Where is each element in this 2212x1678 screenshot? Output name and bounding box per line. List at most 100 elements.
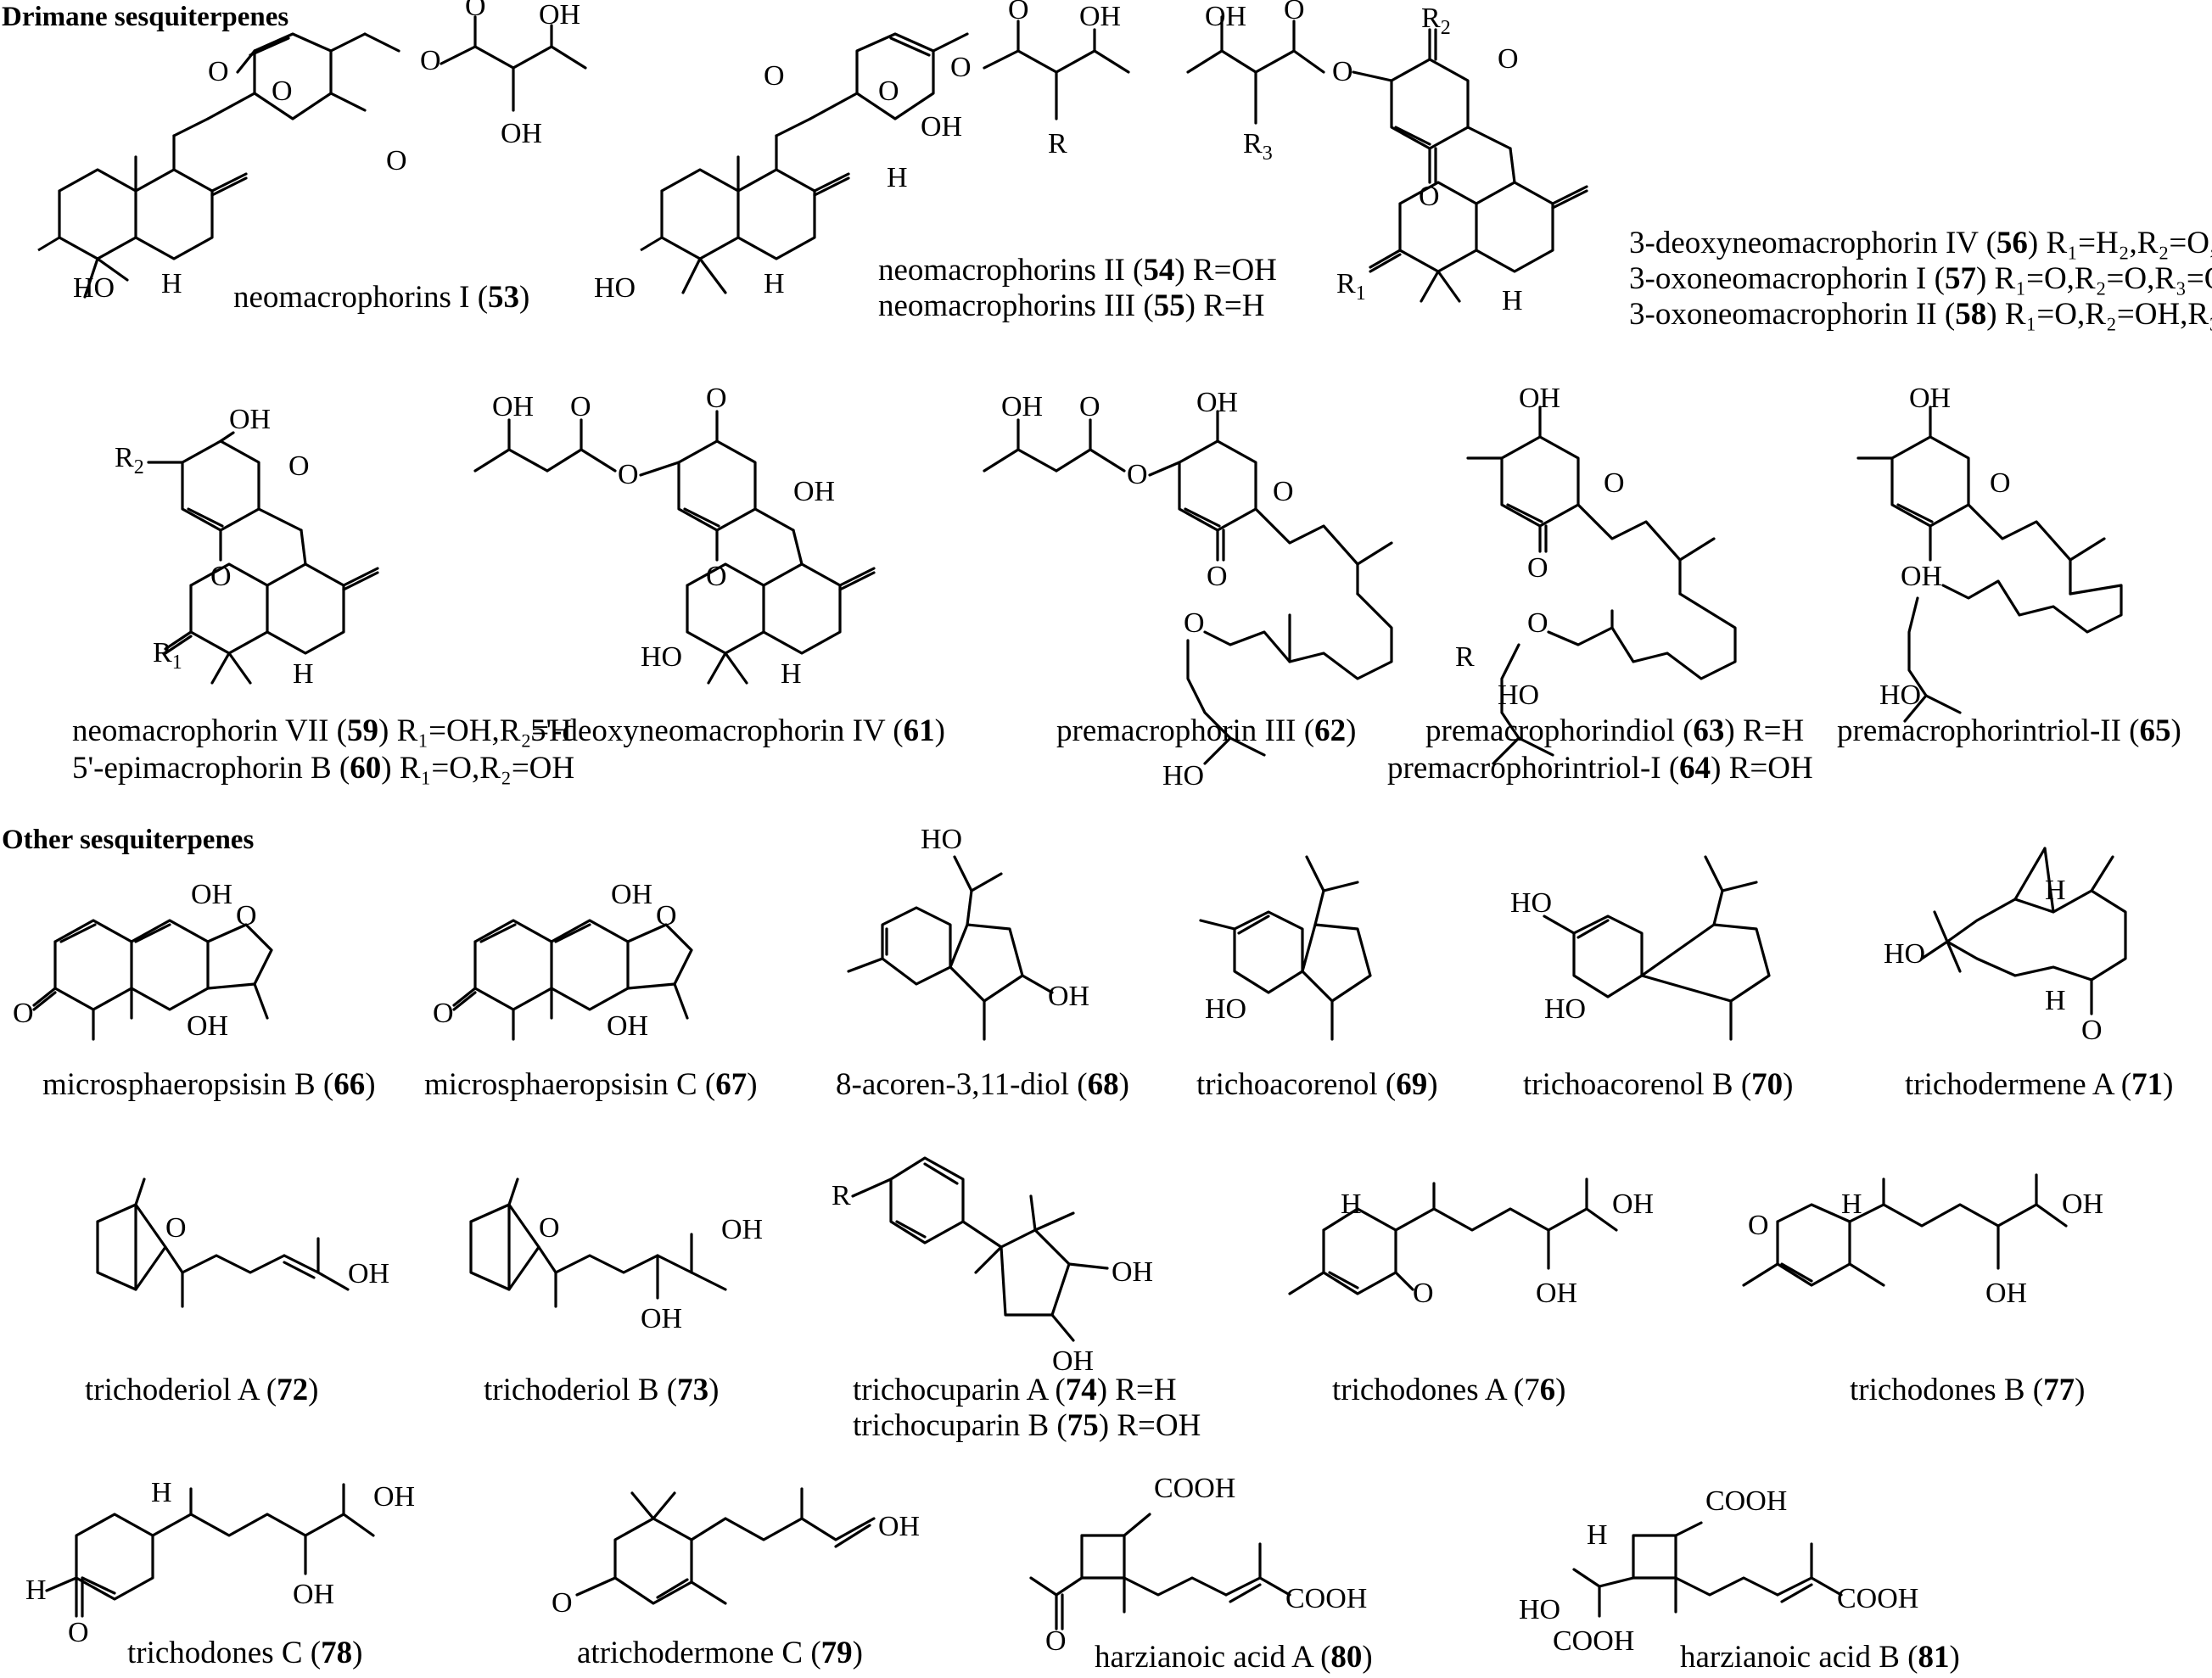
atom-OH: OH [229,404,271,435]
atom-HO: HO [1205,993,1246,1025]
compound-label-54: neomacrophorins II (54) R=OH [878,253,1277,288]
atom-O: O [1413,1278,1434,1309]
compound-label-71: trichodermene A (71) [1905,1067,2173,1102]
atom-HO: HO [1510,887,1552,919]
atom-OH: OH [1901,561,1942,592]
structure-70: HO HO trichoacorenol B (70) [1510,855,1794,1102]
atom-OH: OH [611,879,652,910]
atom-COOH: COOH [1553,1625,1634,1657]
compound-label-77: trichodones B (77) [1850,1373,2085,1407]
section-title-other: Other sesquiterpenes [2,825,254,855]
structure-71: HO H H O trichodermene A (71) [1884,847,2173,1102]
structure-61: OH O O O OH O HO H 5'-deoxyneomacrophori… [473,383,945,748]
atom-O: O [1273,476,1294,507]
atom-H: H [781,658,802,690]
atom-O: O [552,1587,573,1619]
compound-label-66: microsphaeropsisin B (66) [42,1067,376,1102]
atom-OH: OH [539,0,580,31]
compound-label-69: trichoacorenol (69) [1196,1067,1438,1102]
structure-62: OH O O OH O O O HO premacrophorin III (6… [983,387,1393,791]
atom-O: O [1527,552,1548,584]
atom-O: O [13,998,34,1029]
compound-label-53: neomacrophorins I (53) [233,280,529,315]
compound-label-80: harzianoic acid A (80) [1095,1640,1373,1675]
compound-label-65: premacrophorintriol-II (65) [1837,713,2181,748]
atom-COOH: COOH [1285,1583,1367,1614]
compound-label-68: 8-acoren-3,11-diol (68) [836,1067,1129,1102]
atom-OH: OH [1048,981,1089,1012]
atom-H: H [1587,1519,1608,1551]
atom-HO: HO [1544,993,1586,1025]
atom-O: O [1045,1625,1067,1657]
structure-69: HO trichoacorenol (69) [1196,855,1438,1102]
atom-O: O [1332,56,1353,87]
atom-R1: R1 [1336,268,1366,305]
atom-OH: OH [1196,387,1238,418]
compound-label-75: trichocuparin B (75) R=OH [853,1408,1201,1443]
atom-OH: OH [2062,1189,2103,1220]
atom-O: O [1748,1210,1769,1241]
atom-R: R [832,1180,851,1211]
atom-R: R [1048,128,1067,159]
atom-OH: OH [1079,1,1121,32]
atom-HO: HO [1162,760,1204,791]
structure-66: OH O O OH microsphaeropsisin B (66) [13,879,376,1102]
atom-COOH: COOH [1705,1485,1787,1517]
atom-O: O [236,900,257,931]
atom-O: O [68,1617,89,1648]
atom-O: O [1207,561,1228,592]
atom-OH: OH [1112,1256,1153,1288]
atom-HO: HO [73,272,115,304]
compound-label-62: premacrophorin III (62) [1056,713,1356,748]
atom-HO: HO [1884,938,1925,970]
atom-R1: R1 [153,637,182,674]
atom-OH: OH [348,1258,389,1289]
atom-O: O [288,450,310,482]
atom-O: O [1604,467,1625,499]
compound-label-67: microsphaeropsisin C (67) [424,1067,758,1102]
structure-76: O H OH OH trichodones A (76) [1288,1177,1654,1407]
compound-label-56: 3-deoxyneomacrophorin IV (56) R₁=H₂,R₂=O… [1629,226,2212,260]
atom-O: O [272,76,293,107]
atom-O: O [465,0,486,22]
atom-O: O [618,459,639,490]
atom-R2: R2 [115,442,144,478]
atom-O: O [1284,0,1305,25]
compound-label-72: trichoderiol A (72) [85,1373,318,1407]
atom-OH: OH [293,1579,334,1610]
structure-80: COOH O COOH harzianoic acid A (80) [1029,1473,1373,1675]
structure-68: HO OH 8-acoren-3,11-diol (68) [836,824,1129,1102]
atom-OH: OH [793,476,835,507]
structure-81: COOH H HO COOH COOH harzianoic acid B (8… [1519,1485,1960,1675]
atom-OH: OH [1536,1278,1577,1309]
atom-O: O [386,145,407,176]
atom-O: O [420,45,441,76]
atom-OH: OH [1519,383,1560,414]
atom-OH: OH [1909,383,1951,414]
atom-OH: OH [492,391,534,422]
atom-OH: OH [187,1010,228,1042]
atom-O: O [1419,181,1440,212]
structure-67: OH O O OH microsphaeropsisin C (67) [424,879,758,1102]
atom-H: H [2045,875,2066,906]
atom-R3: R3 [1243,128,1273,165]
structure-72: O OH trichoderiol A (72) [85,1177,389,1407]
atom-HO: HO [594,272,636,304]
structure-73: O OH OH trichoderiol B (73) [469,1177,763,1407]
atom-OH: OH [1612,1189,1654,1220]
atom-COOH: COOH [1837,1583,1918,1614]
atom-OH: OH [641,1303,682,1334]
atom-OH: OH [607,1010,648,1042]
section-title-drimane: Drimane sesquiterpenes [2,2,288,32]
compound-label-63: premacrophorindiol (63) R=H [1425,713,1804,748]
compound-label-79: atrichodermone C (79) [577,1636,863,1670]
atom-O: O [1498,43,1519,75]
atom-R2: R2 [1421,3,1451,39]
compound-label-78: trichodones C (78) [127,1636,362,1670]
structure-63-64: OH O O O R HO premacrophorindiol (63) R=… [1387,383,1813,786]
atom-H: H [293,658,314,690]
atom-H: H [1341,1189,1362,1220]
atom-O: O [1127,459,1148,490]
atom-O: O [570,391,591,422]
